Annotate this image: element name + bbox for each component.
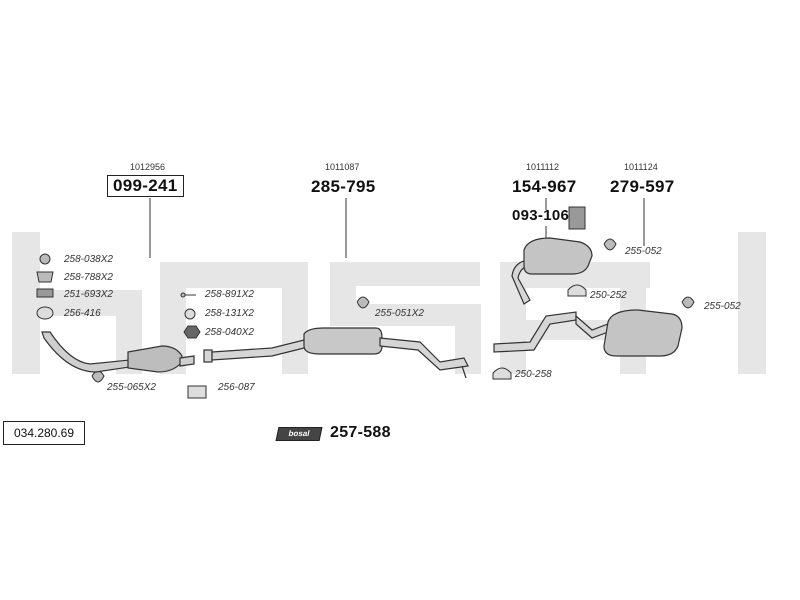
fitting-label[interactable]: 250-258 [515, 369, 552, 380]
clamp-icon [36, 271, 54, 283]
rear-muffler [603, 309, 683, 357]
pipe-clamp-icon [492, 367, 512, 380]
ref-number: 1012956 [130, 162, 166, 172]
fitting-label[interactable]: 256-416 [64, 308, 101, 319]
part-number-154-967[interactable]: 154-967 [512, 177, 577, 196]
pipe-clamp-2-icon [567, 284, 587, 297]
fitting-label[interactable]: 251-693X2 [64, 289, 113, 300]
bolt-head-icon [180, 292, 186, 298]
brand-logo: bosal [275, 427, 323, 441]
part-number-093-106[interactable]: 093-106 [512, 207, 570, 224]
fitting-label[interactable]: 255-051X2 [375, 308, 424, 319]
fitting-label[interactable]: 255-065X2 [107, 382, 156, 393]
alt-rear-section [511, 237, 593, 305]
main-part-number[interactable]: 257-588 [330, 424, 391, 441]
fitting-label[interactable]: 258-131X2 [205, 308, 254, 319]
catalog-number: 034.280.69 [3, 421, 85, 445]
middle-silencer [303, 327, 383, 355]
fitting-label[interactable]: 256-087 [218, 382, 255, 393]
ref-number: 1011124 [624, 162, 658, 172]
hanger-icon [91, 370, 105, 383]
rubber-mount-2-icon [681, 296, 695, 309]
front-pipe [41, 331, 195, 373]
ref-number: 1011087 [325, 162, 360, 172]
washer-icon [184, 308, 196, 320]
part-number-279-597[interactable]: 279-597 [610, 177, 675, 196]
alt-rear-muffler [523, 237, 593, 275]
part-number-099-241[interactable]: 099-241 [107, 175, 184, 197]
flange-gasket-icon [187, 385, 207, 399]
fitting-label[interactable]: 258-040X2 [205, 327, 254, 338]
fitting-label[interactable]: 258-788X2 [64, 272, 113, 283]
ref-number: 1011112 [526, 162, 560, 172]
fitting-label[interactable]: 258-891X2 [205, 289, 254, 300]
rear-section [493, 309, 683, 357]
middle-section [203, 327, 469, 379]
fitting-label[interactable]: 255-052 [704, 301, 741, 312]
fitting-label[interactable]: 258-038X2 [64, 254, 113, 265]
mount-icon [356, 296, 370, 309]
fitting-label[interactable]: 250-252 [590, 290, 627, 301]
bracket-icon [568, 206, 586, 230]
nut-icon [39, 253, 51, 265]
rubber-mount-icon [603, 238, 617, 251]
hex-nut-icon [183, 325, 201, 339]
spring-icon [36, 288, 54, 298]
gasket-ring-icon [36, 306, 54, 320]
part-number-285-795[interactable]: 285-795 [311, 177, 376, 196]
fitting-label[interactable]: 255-052 [625, 246, 662, 257]
